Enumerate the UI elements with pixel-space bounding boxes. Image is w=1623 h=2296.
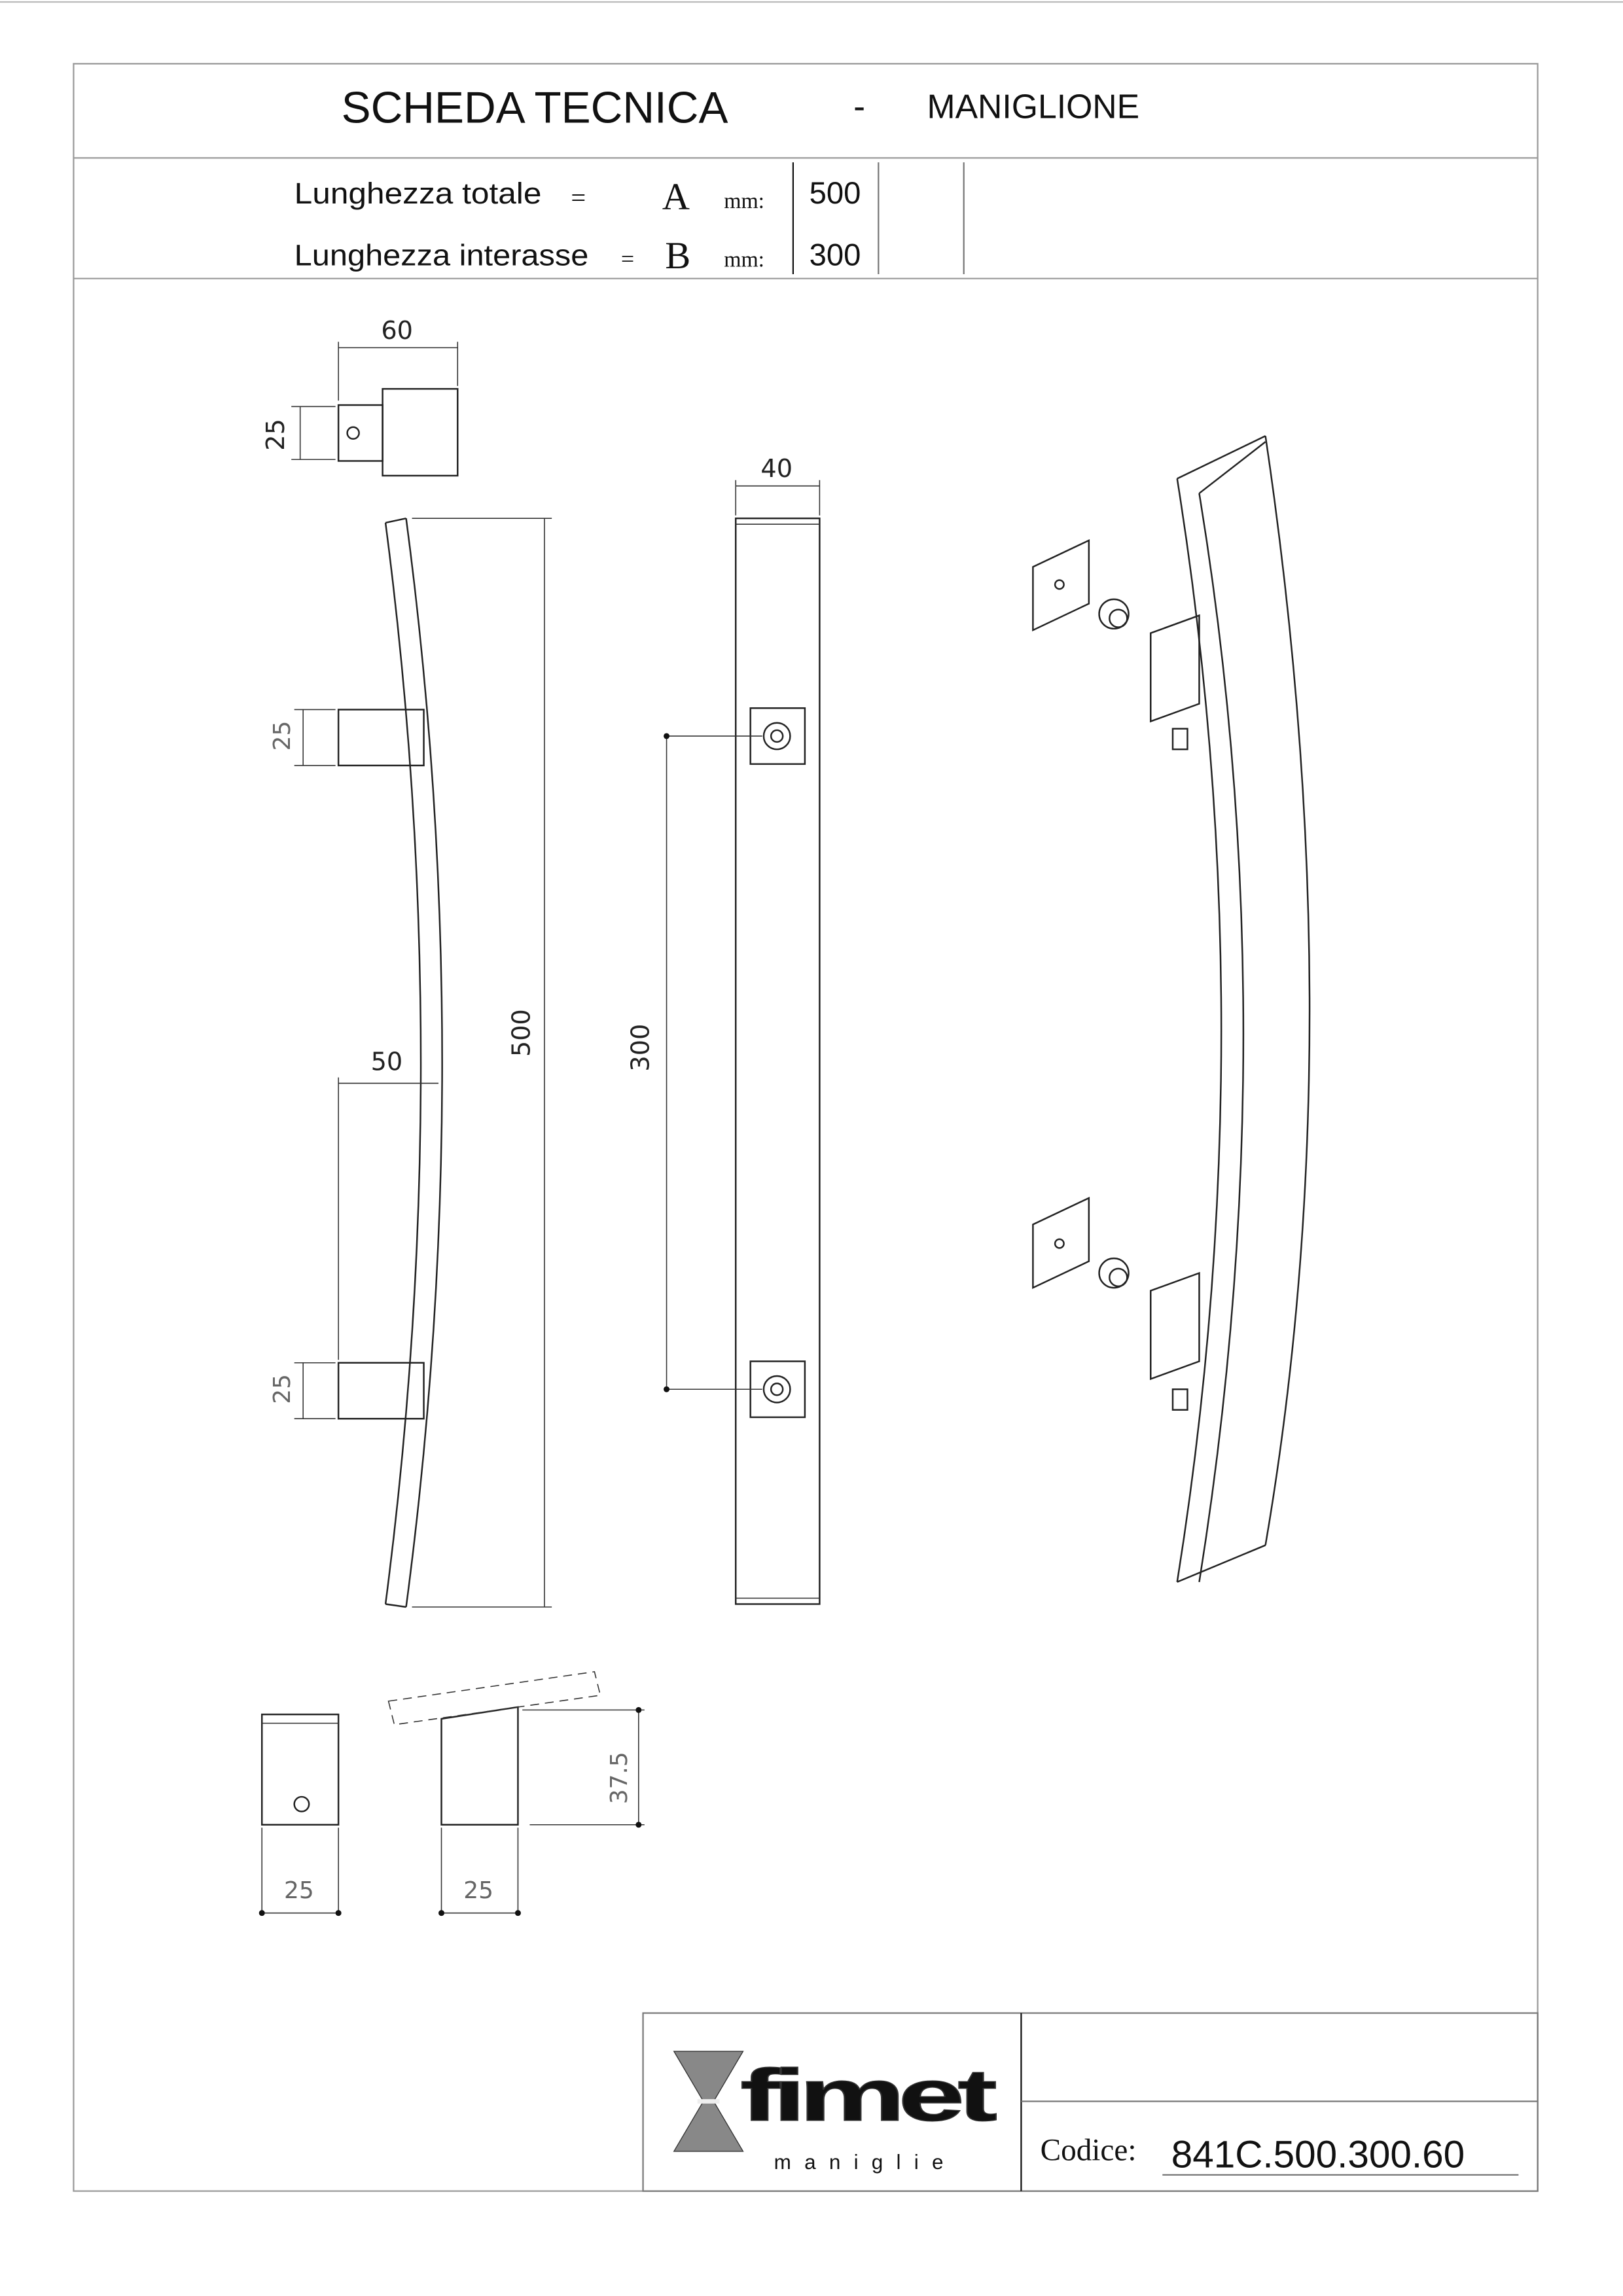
spec-eq: = [571,183,586,213]
dim-post-width: 25 [262,419,291,451]
sheet-border [73,63,1539,2192]
spec-symbol: B [665,234,690,277]
post-top-view: 60 25 [262,317,459,477]
spec-value: 300 [810,238,861,272]
title-separator: - [853,87,865,126]
dim-top-post-height: 25 [269,721,296,751]
dim-section-height: 37.5 [606,1752,633,1804]
title-block: fimet maniglie Codice: 841C.500.300.60 [642,2012,1539,2192]
dim-post-depth: 60 [381,317,413,345]
spec-row-total-length: Lunghezza totale = A mm: 500 [294,175,861,218]
dim-bar-width: 40 [760,455,793,484]
spec-label: Lunghezza interasse [294,238,589,272]
dim-bottom-post-height: 25 [269,1374,296,1404]
post-section-views: 25 37.5 25 [259,1671,645,1916]
spec-value: 500 [810,176,861,211]
dim-section-width-2: 25 [463,1877,493,1904]
handle-isometric-view [1032,435,1311,1583]
dim-center-distance: 300 [627,1024,656,1072]
fimet-logo: fimet maniglie [673,2051,1002,2174]
code-label: Codice: [1041,2133,1137,2167]
logo-text: fimet [740,2054,997,2136]
handle-side-view: 500 25 25 50 [269,517,552,1608]
spec-label: Lunghezza totale [294,177,542,210]
logo-subtext: maniglie [774,2151,957,2174]
dim-total-length: 500 [507,1009,536,1057]
spec-row-center-distance: Lunghezza interasse = B mm: 300 [294,234,861,277]
dim-projection: 50 [371,1048,403,1076]
spec-symbol: A [662,175,690,218]
dim-section-width-1: 25 [284,1877,314,1904]
spec-unit: mm: [724,189,764,213]
product-code: 841C.500.300.60 [1171,2134,1465,2176]
sheet-title: SCHEDA TECNICA [342,83,728,132]
handle-front-view: 40 300 [627,455,821,1605]
spec-eq: = [621,246,634,272]
spec-unit: mm: [724,248,764,272]
product-name: MANIGLIONE [927,88,1140,126]
